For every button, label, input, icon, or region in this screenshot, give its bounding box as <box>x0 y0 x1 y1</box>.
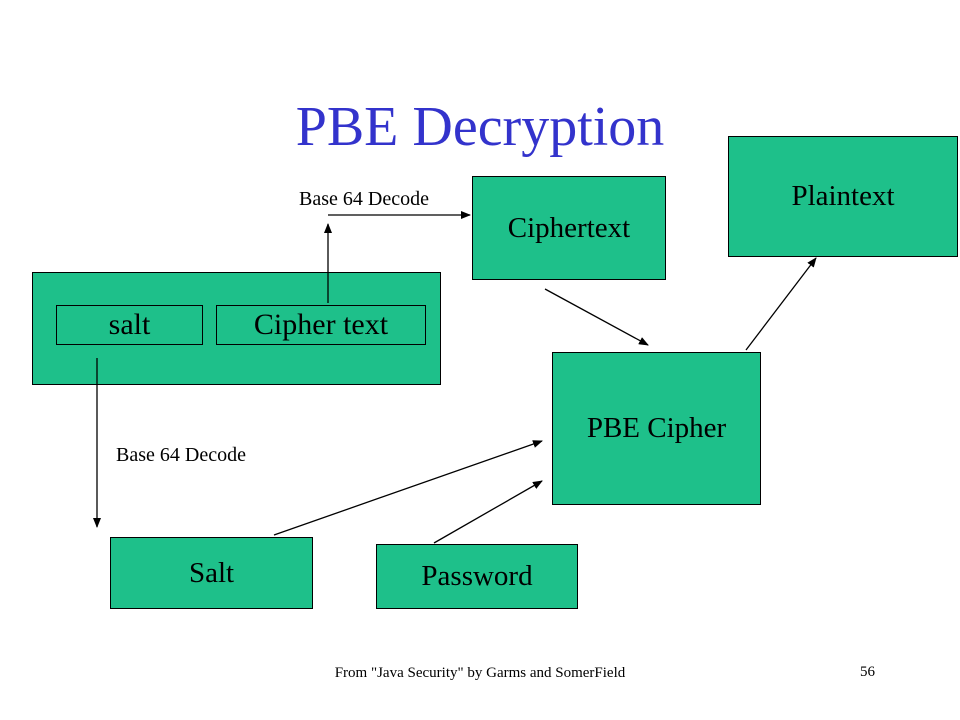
salt-box: Salt <box>110 537 313 609</box>
page-number: 56 <box>860 664 875 680</box>
arrow-salt-to-cipher <box>273 440 543 536</box>
footer-source: From "Java Security" by Garms and SomerF… <box>334 665 626 681</box>
password-box: Password <box>376 544 578 609</box>
ciphertext-box: Ciphertext <box>472 176 666 280</box>
base64-decode-label-bottom: Base 64 Decode <box>116 444 246 466</box>
arrow-cipher-to-plaintext <box>745 257 817 351</box>
base64-decode-label-top: Base 64 Decode <box>299 188 429 210</box>
packet-ciphertext-field: Cipher text <box>216 305 426 345</box>
pbe-cipher-box: PBE Cipher <box>552 352 761 505</box>
slide-title: PBE Decryption <box>295 96 665 158</box>
arrow-ciphertext-to-cipher <box>544 288 649 346</box>
packet-salt-field: salt <box>56 305 203 345</box>
arrow-password-to-cipher <box>433 480 543 544</box>
plaintext-box: Plaintext <box>728 136 958 257</box>
